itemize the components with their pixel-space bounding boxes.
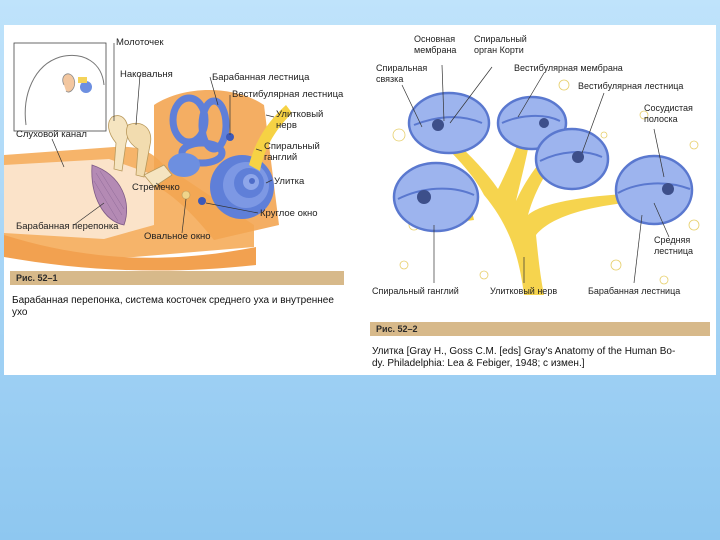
cochlea-spiral <box>210 155 274 219</box>
figure1-tag: Рис. 52–1 <box>10 271 344 285</box>
oval-window-marker <box>181 190 191 200</box>
label-corti-1: Спиральный <box>474 34 527 44</box>
label-vestibular-membrane: Вестибулярная мембрана <box>514 63 623 73</box>
vestibule <box>168 153 200 177</box>
label-scala-tympani-2: Барабанная лестница <box>588 286 680 296</box>
inset-cochlea-mark <box>80 81 92 93</box>
scala-marker <box>226 133 234 141</box>
cochlea-turn-right <box>614 154 694 226</box>
label-round-window: Круглое окно <box>260 208 318 219</box>
label-eardrum: Барабанная перепонка <box>16 221 119 232</box>
fig1-leader-lines <box>51 43 275 234</box>
label-incus: Наковальня <box>120 69 173 80</box>
cochlea-turn-middle-right <box>534 127 610 191</box>
label-cochlear-nerve-fig2: Улитковый нерв <box>490 286 557 296</box>
figure2-caption-line2: dy. Philadelphia: Lea & Febiger, 1948; с… <box>372 358 585 369</box>
label-ear-canal: Слуховой канал <box>16 129 87 140</box>
stapes-shape <box>143 164 173 188</box>
label-scala-vestibuli: Вестибулярная лестница <box>232 89 344 100</box>
label-basilar-2: мембрана <box>414 45 456 55</box>
figure2-tag: Рис. 52–2 <box>370 322 710 336</box>
nerve-tree <box>444 125 644 295</box>
cochlear-nerve-shape <box>249 105 292 171</box>
label-cochlea: Улитка <box>274 176 305 187</box>
label-spiral-ganglion-2: Спиральный ганглий <box>372 286 459 296</box>
figure1-caption: Барабанная перепонка, система косточек с… <box>12 295 334 318</box>
inset-ossicle-mark <box>78 77 87 83</box>
figures-svg: Молоточек Наковальня Барабанная лестница… <box>4 34 700 296</box>
label-stapes: Стремечко <box>132 182 180 193</box>
label-cochlear-nerve-1: Улитковый <box>276 109 323 120</box>
label-stria-2: полоска <box>644 114 678 124</box>
bone-texture <box>392 79 700 285</box>
label-stria-1: Сосудистая <box>644 103 693 113</box>
label-spiral-ganglion-1: Спиральный <box>264 141 320 152</box>
label-basilar-1: Основная <box>414 34 455 44</box>
inset-head-outline <box>24 55 105 126</box>
figure2-caption-line1: Улитка [Gray H., Goss C.M. [eds] Gray's … <box>372 346 676 357</box>
label-ligament-2: связка <box>376 74 403 84</box>
label-cochlear-nerve-2: нерв <box>276 120 297 131</box>
label-spiral-ganglion-2: ганглий <box>264 152 297 163</box>
round-window-marker <box>198 197 206 205</box>
eardrum-striations <box>93 170 125 222</box>
label-scala-media-1: Средняя <box>654 235 690 245</box>
label-scala-media-2: лестница <box>654 246 693 256</box>
incus-shape <box>126 122 152 178</box>
label-malleus: Молоточек <box>116 37 164 48</box>
malleus-shape <box>108 115 129 172</box>
semicircular-canals <box>169 94 230 167</box>
label-corti-2: орган Корти <box>474 45 524 55</box>
label-scala-tympani: Барабанная лестница <box>212 72 310 83</box>
figure-panel: Молоточек Наковальня Барабанная лестница… <box>4 25 716 375</box>
cochlea-turn-bottom-left <box>392 161 480 233</box>
cochlea-turn-top-left <box>407 91 491 155</box>
label-ligament-1: Спиральная <box>376 63 427 73</box>
inset-box <box>13 42 107 132</box>
cochlea-cross-section <box>392 79 700 295</box>
inset-ear-shape <box>62 73 76 93</box>
label-scala-vestibuli-2: Вестибулярная лестница <box>578 81 683 91</box>
lower-tissue <box>4 235 256 271</box>
label-oval-window: Овальное окно <box>144 231 211 242</box>
fig2-leader-lines <box>401 64 670 284</box>
